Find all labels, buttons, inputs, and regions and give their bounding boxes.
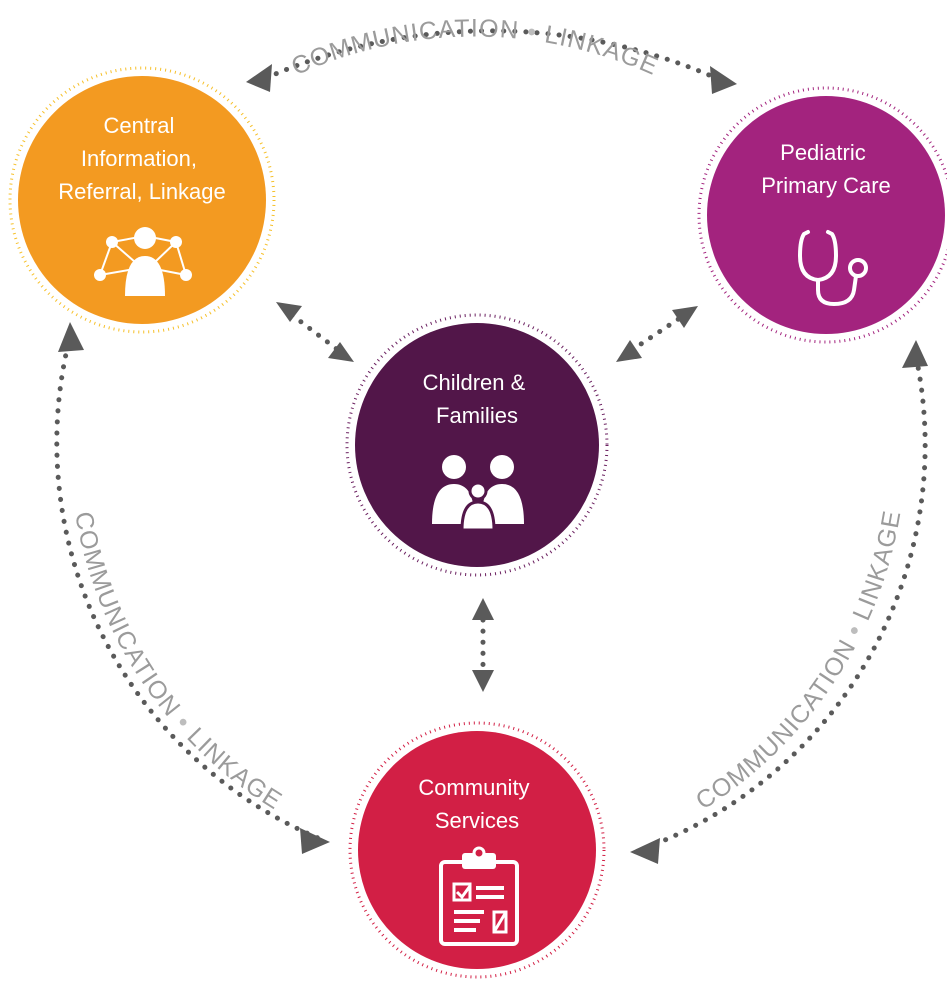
children-node-dotted-ring: [345, 313, 609, 577]
stethoscope-icon: [798, 230, 868, 306]
connector-right-arc: [642, 349, 928, 851]
top-link-label: COMMUNICATION • LINKAGE: [287, 14, 662, 81]
arrowhead-children-down: [472, 598, 494, 620]
central-info-node: Central Information, Referral, Linkage: [8, 66, 276, 334]
arrowhead-right-top: [902, 340, 928, 368]
connector-top-arc: [263, 28, 719, 81]
community-node-dotted-ring: [348, 721, 606, 979]
arrowhead-community-up: [472, 670, 494, 692]
arrowhead-right-bottom: [630, 838, 660, 864]
clipboard-icon: [439, 846, 519, 946]
arrowhead-left-bottom: [300, 828, 330, 854]
arrowhead-children-upright: [616, 340, 642, 362]
central-node-circle: [18, 76, 266, 324]
central-node-dotted-ring: [8, 66, 276, 334]
children-families-node: Children & Families: [345, 313, 609, 577]
children-node-label: Children & Families: [423, 370, 532, 428]
connector-pediatric-children: [629, 315, 683, 353]
arrowhead-children-upleft: [328, 342, 354, 362]
arrowhead-top-left: [246, 64, 272, 92]
connector-central-children: [289, 312, 341, 353]
connector-left-arc: [54, 342, 321, 841]
arrowhead-left-top: [58, 322, 84, 352]
arrowhead-top-right: [710, 66, 737, 94]
community-node-label: Community Services: [418, 775, 535, 833]
pediatric-node-label: Pediatric Primary Care: [761, 140, 891, 198]
community-services-node: Community Services: [348, 721, 606, 979]
children-node-circle: [355, 323, 599, 567]
central-node-label: Central Information, Referral, Linkage: [58, 113, 226, 204]
right-link-label: COMMUNICATION • LINKAGE: [691, 508, 907, 815]
pediatric-care-node: Pediatric Primary Care: [697, 86, 947, 344]
left-link-label: COMMUNICATION • LINKAGE: [69, 509, 287, 815]
arrowhead-pediatric-end: [672, 306, 698, 328]
arrowhead-central-end: [276, 302, 302, 322]
family-icon: [432, 455, 524, 532]
pediatric-node-circle: [707, 96, 945, 334]
network-person-icon: [94, 227, 192, 296]
